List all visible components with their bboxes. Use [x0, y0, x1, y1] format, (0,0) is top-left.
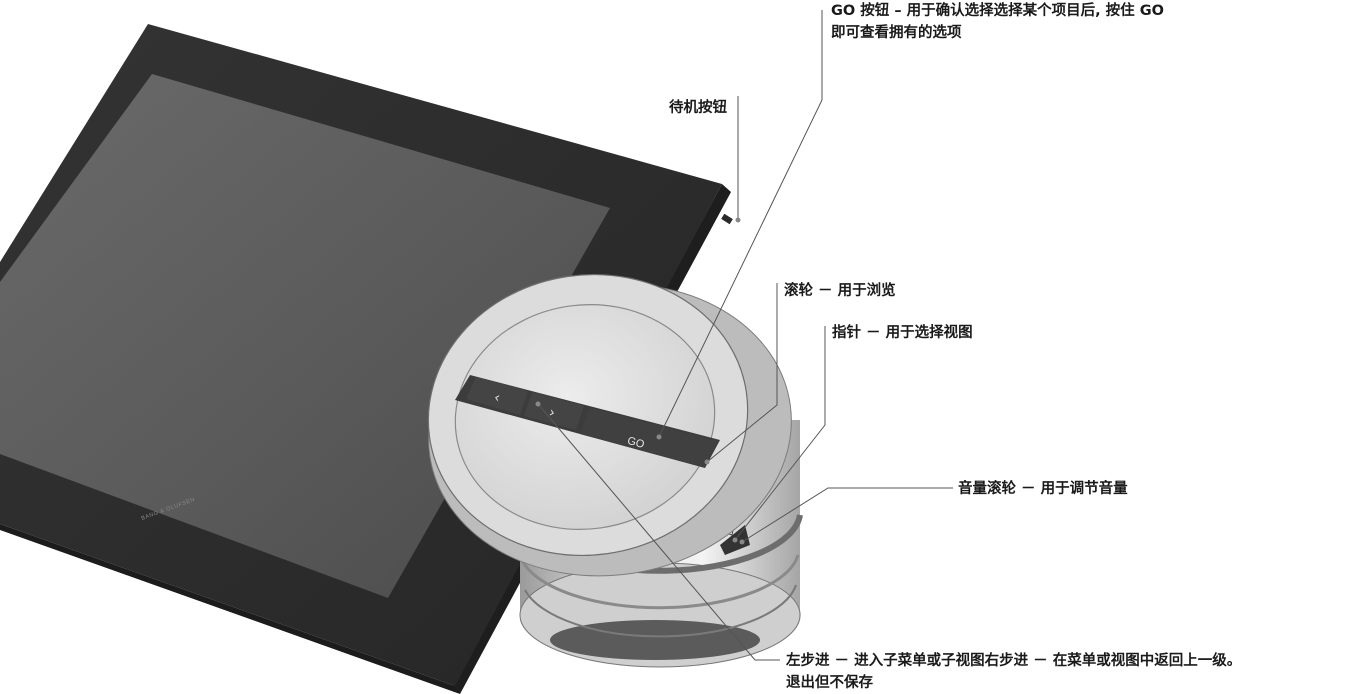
- left-step-button[interactable]: [466, 377, 528, 415]
- callout-standby-button: 待机按钮: [669, 97, 727, 119]
- callout-volume-wheel: 音量滚轮 － 用于调节音量: [958, 478, 1128, 500]
- callout-pointer-text: 指针 － 用于选择视图: [832, 325, 973, 341]
- cylinder-base-shadow: [550, 620, 760, 660]
- callout-go-button: GO 按钮 – 用于确认选择选择某个项目后, 按住 GO 即可查看拥有的选项: [831, 0, 1164, 44]
- callout-go-button-line2: 即可查看拥有的选项: [831, 25, 962, 41]
- standby-button[interactable]: [721, 213, 733, 225]
- leader-lines: [535, 10, 953, 661]
- go-button-label: GO: [626, 435, 646, 451]
- callout-pointer: 指针 － 用于选择视图: [832, 322, 973, 344]
- callout-wheel: 滚轮 － 用于浏览: [784, 280, 896, 302]
- left-step-icon: ‹: [492, 390, 502, 407]
- leader-step: [537, 403, 780, 661]
- callout-step-line2: 退出但不保存: [786, 675, 873, 691]
- callout-step-line1: 左步进 － 进入子菜单或子视图右步进 － 在菜单或视图中返回上一级。: [786, 653, 1242, 669]
- leader-wheel: [706, 283, 778, 463]
- button-strip: ‹ › GO: [455, 375, 720, 468]
- leader-volume: [741, 487, 953, 543]
- display-bottom-edge: [0, 524, 460, 694]
- callout-standby-text: 待机按钮: [669, 100, 727, 116]
- callout-wheel-text: 滚轮 － 用于浏览: [784, 283, 896, 299]
- leader-go: [658, 10, 823, 438]
- leader-pointer: [734, 326, 826, 541]
- control-wheel: ‹ › GO: [427, 273, 803, 668]
- go-button[interactable]: [580, 408, 718, 467]
- callout-go-button-line1: GO 按钮 – 用于确认选择选择某个项目后, 按住 GO: [831, 3, 1164, 19]
- right-step-icon: ›: [547, 405, 557, 422]
- right-step-button[interactable]: [524, 392, 584, 430]
- callout-step: 左步进 － 进入子菜单或子视图右步进 － 在菜单或视图中返回上一级。 退出但不保…: [786, 650, 1241, 694]
- callout-volume-text: 音量滚轮 － 用于调节音量: [958, 481, 1128, 497]
